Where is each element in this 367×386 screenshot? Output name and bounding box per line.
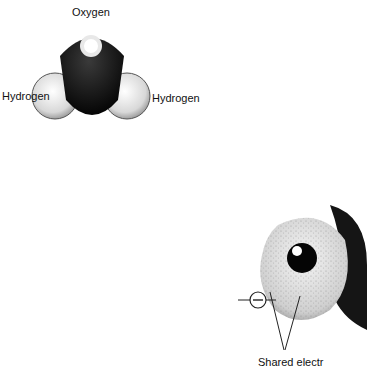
leader-line [270, 292, 284, 350]
electron-path [266, 300, 276, 301]
electron-symbol [250, 292, 266, 308]
atom-label: Hydrogen [152, 92, 200, 105]
highlight [80, 35, 102, 57]
water-molecule [32, 35, 150, 119]
electron-path [238, 300, 250, 301]
atom-label: Hydrogen [2, 90, 50, 103]
oxygen-atom [60, 38, 124, 115]
leader-line [285, 296, 300, 350]
nucleus [287, 243, 317, 273]
magnified-view [238, 205, 367, 350]
atom-label: Oxygen [72, 6, 110, 19]
callout-label: Shared electr [258, 356, 323, 369]
